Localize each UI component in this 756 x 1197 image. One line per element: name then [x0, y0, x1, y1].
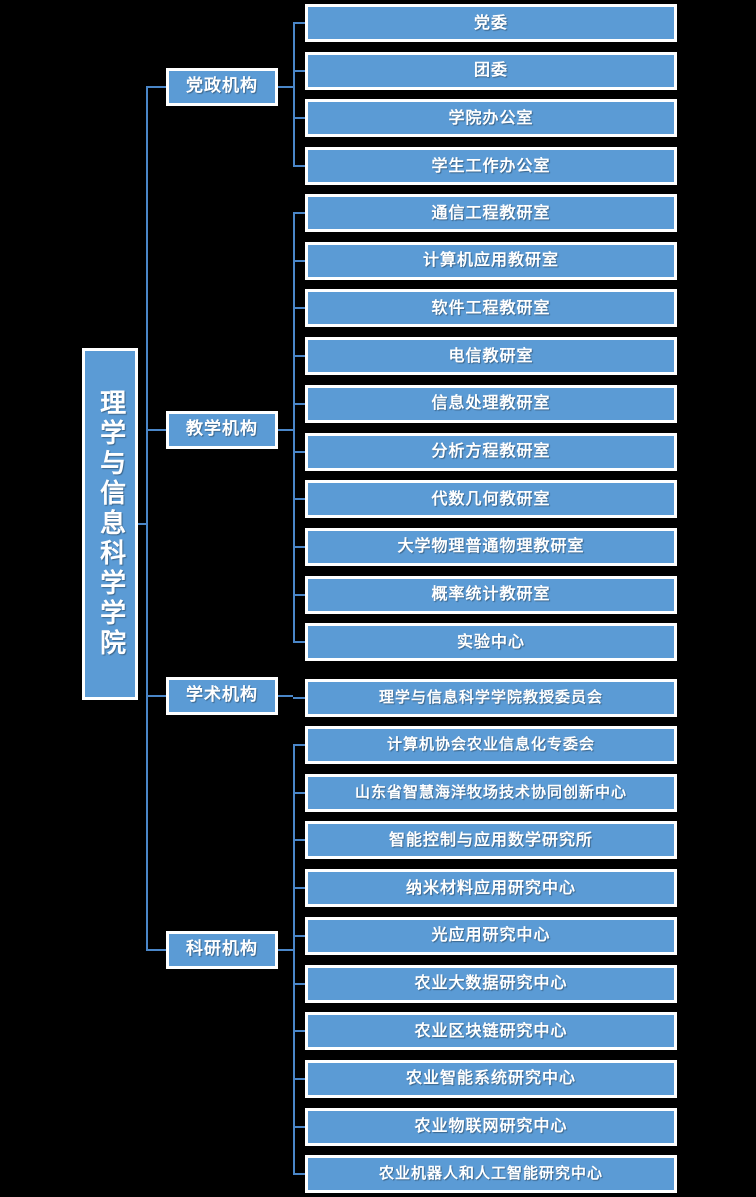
- trunk-to-leaf-research-6: [293, 1030, 305, 1033]
- leaf-node[interactable]: 纳米材料应用研究中心: [305, 869, 677, 908]
- trunk-to-leaf-teaching-7: [293, 545, 305, 548]
- leaf-node[interactable]: 光应用研究中心: [305, 916, 677, 955]
- group-to-trunk-research: [278, 949, 293, 951]
- trunk-to-leaf-teaching-8: [293, 593, 305, 596]
- trunk-to-leaf-research-5: [293, 982, 305, 985]
- trunk-to-leaf-research-9: [293, 1173, 305, 1176]
- trunk-to-leaf-research-0: [293, 744, 305, 746]
- trunk-teaching: [293, 212, 295, 644]
- leaf-node[interactable]: 农业机器人和人工智能研究中心: [305, 1155, 677, 1194]
- trunk-to-leaf-teaching-6: [293, 498, 305, 501]
- leaf-node[interactable]: 通信工程教研室: [305, 194, 677, 232]
- leaf-node[interactable]: 分析方程教研室: [305, 432, 677, 471]
- leaf-node[interactable]: 学院办公室: [305, 99, 677, 138]
- group-to-trunk-teaching: [278, 429, 293, 431]
- trunk-to-leaf-party-government-3: [293, 165, 305, 168]
- leaf-node[interactable]: 党委: [305, 4, 677, 42]
- group-to-trunk-academic: [278, 695, 293, 697]
- leaf-node[interactable]: 信息处理教研室: [305, 384, 677, 423]
- trunk-to-leaf-party-government-2: [293, 117, 305, 120]
- root-node[interactable]: 理学与信息科学学院: [82, 348, 138, 700]
- trunk-to-leaf-teaching-3: [293, 355, 305, 358]
- trunk-to-leaf-teaching-5: [293, 450, 305, 453]
- trunk-to-leaf-research-8: [293, 1125, 305, 1128]
- group-node-academic[interactable]: 学术机构: [166, 677, 278, 715]
- leaf-node[interactable]: 理学与信息科学学院教授委员会: [305, 679, 677, 717]
- group-node-research[interactable]: 科研机构: [166, 931, 278, 969]
- leaf-node[interactable]: 智能控制与应用数学研究所: [305, 821, 677, 860]
- root-horizontal-stub: [138, 523, 146, 525]
- group-to-trunk-party-government: [278, 86, 293, 88]
- leaf-node[interactable]: 实验中心: [305, 623, 677, 662]
- trunk-to-leaf-teaching-0: [293, 212, 305, 214]
- trunk-to-leaf-research-2: [293, 839, 305, 842]
- trunk-to-leaf-teaching-2: [293, 307, 305, 310]
- spine-to-group-party-government: [146, 86, 166, 88]
- leaf-node[interactable]: 代数几何教研室: [305, 480, 677, 519]
- group-node-party-government[interactable]: 党政机构: [166, 68, 278, 106]
- trunk-to-leaf-teaching-4: [293, 402, 305, 405]
- leaf-node[interactable]: 电信教研室: [305, 337, 677, 376]
- trunk-to-leaf-research-7: [293, 1077, 305, 1080]
- leaf-node[interactable]: 软件工程教研室: [305, 289, 677, 328]
- leaf-node[interactable]: 概率统计教研室: [305, 575, 677, 614]
- trunk-party-government: [293, 22, 295, 168]
- trunk-to-leaf-teaching-9: [293, 641, 305, 644]
- group-node-teaching[interactable]: 教学机构: [166, 411, 278, 449]
- leaf-node[interactable]: 计算机应用教研室: [305, 241, 677, 280]
- trunk-to-leaf-academic-0: [293, 697, 305, 699]
- spine-to-group-teaching: [146, 429, 166, 431]
- leaf-node[interactable]: 农业大数据研究中心: [305, 964, 677, 1003]
- spine-to-group-research: [146, 949, 166, 951]
- trunk-to-leaf-research-4: [293, 934, 305, 937]
- trunk-to-leaf-teaching-1: [293, 259, 305, 262]
- trunk-to-leaf-party-government-0: [293, 22, 305, 24]
- spine-to-group-academic: [146, 695, 166, 697]
- leaf-node[interactable]: 计算机协会农业信息化专委会: [305, 726, 677, 764]
- root-vertical-spine: [146, 86, 148, 951]
- trunk-to-leaf-party-government-1: [293, 69, 305, 72]
- trunk-research: [293, 744, 295, 1176]
- leaf-node[interactable]: 农业物联网研究中心: [305, 1107, 677, 1146]
- leaf-node[interactable]: 农业区块链研究中心: [305, 1012, 677, 1051]
- trunk-to-leaf-research-3: [293, 887, 305, 890]
- leaf-node[interactable]: 大学物理普通物理教研室: [305, 527, 677, 566]
- leaf-node[interactable]: 山东省智慧海洋牧场技术协同创新中心: [305, 773, 677, 812]
- leaf-node[interactable]: 团委: [305, 51, 677, 90]
- trunk-to-leaf-research-1: [293, 791, 305, 794]
- leaf-node[interactable]: 学生工作办公室: [305, 147, 677, 186]
- leaf-node[interactable]: 农业智能系统研究中心: [305, 1059, 677, 1098]
